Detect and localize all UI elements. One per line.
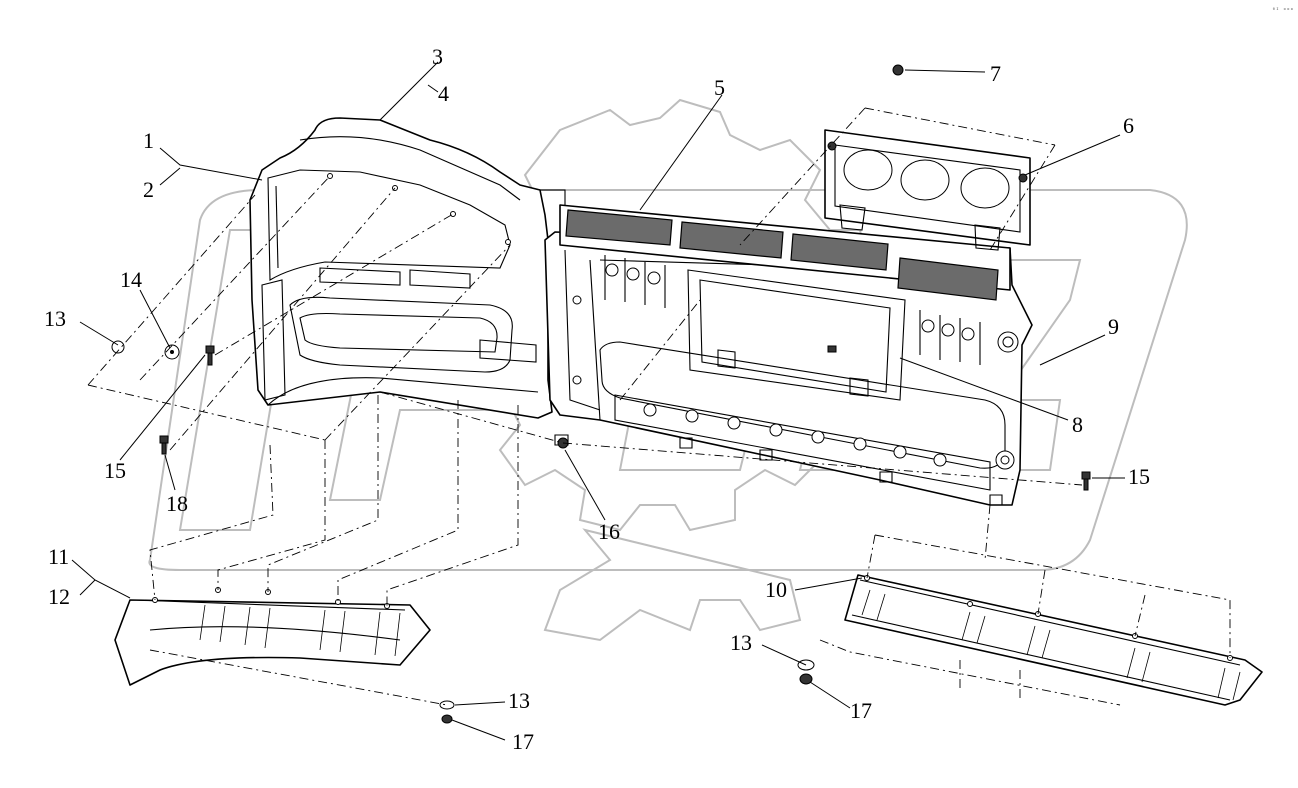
nut-17-bottom	[441, 714, 453, 724]
grille-strips	[559, 204, 1011, 301]
washer-13-left	[111, 340, 125, 354]
callout-13-bottom: 13	[508, 688, 530, 713]
corner-mark: ⁰ᴵ ᵒᵒᵒ	[1272, 7, 1294, 14]
callout-16: 16	[598, 519, 620, 544]
left-side-cover	[249, 117, 566, 419]
callout-3: 3	[432, 44, 443, 69]
callout-10: 10	[765, 577, 787, 602]
callout-9: 9	[1108, 314, 1119, 339]
screw-7	[892, 64, 904, 76]
lower-tabs	[554, 403, 1003, 506]
top-bracket-plate	[824, 129, 1031, 251]
callout-11: 11	[48, 544, 69, 569]
assembly-lines	[87, 107, 1231, 706]
callout-17-bottom: 17	[512, 729, 534, 754]
screw-15-right	[1081, 471, 1091, 491]
callouts: 1 2 3 4 5 6 7 8 9 10 11 12 13 13 13 14 1…	[44, 44, 1150, 754]
callout-13-left: 13	[44, 306, 66, 331]
vent-slots-right	[919, 310, 981, 365]
callout-8: 8	[1072, 412, 1083, 437]
callout-7: 7	[990, 61, 1001, 86]
callout-18: 18	[166, 491, 188, 516]
bolt-18	[159, 435, 169, 455]
vent-slots-left	[604, 255, 666, 308]
callout-5: 5	[714, 75, 725, 100]
leader-lines	[71, 61, 1125, 741]
callout-15-right: 15	[1128, 464, 1150, 489]
right-lower-trim	[844, 574, 1263, 706]
callout-6: 6	[1123, 113, 1134, 138]
callout-2: 2	[143, 177, 154, 202]
callout-12: 12	[48, 584, 70, 609]
left-trim-fins	[199, 604, 401, 657]
callout-13-right: 13	[730, 630, 752, 655]
right-trim-fins	[861, 589, 1241, 701]
callout-17-right: 17	[850, 698, 872, 723]
callout-14: 14	[120, 267, 142, 292]
callout-1: 1	[143, 128, 154, 153]
left-lower-trim	[114, 587, 431, 686]
washer-13-bottom	[439, 700, 455, 710]
nut-17-right	[799, 673, 813, 685]
callout-15-left: 15	[104, 458, 126, 483]
screw-15-left	[205, 345, 215, 366]
callout-4: 4	[438, 81, 449, 106]
